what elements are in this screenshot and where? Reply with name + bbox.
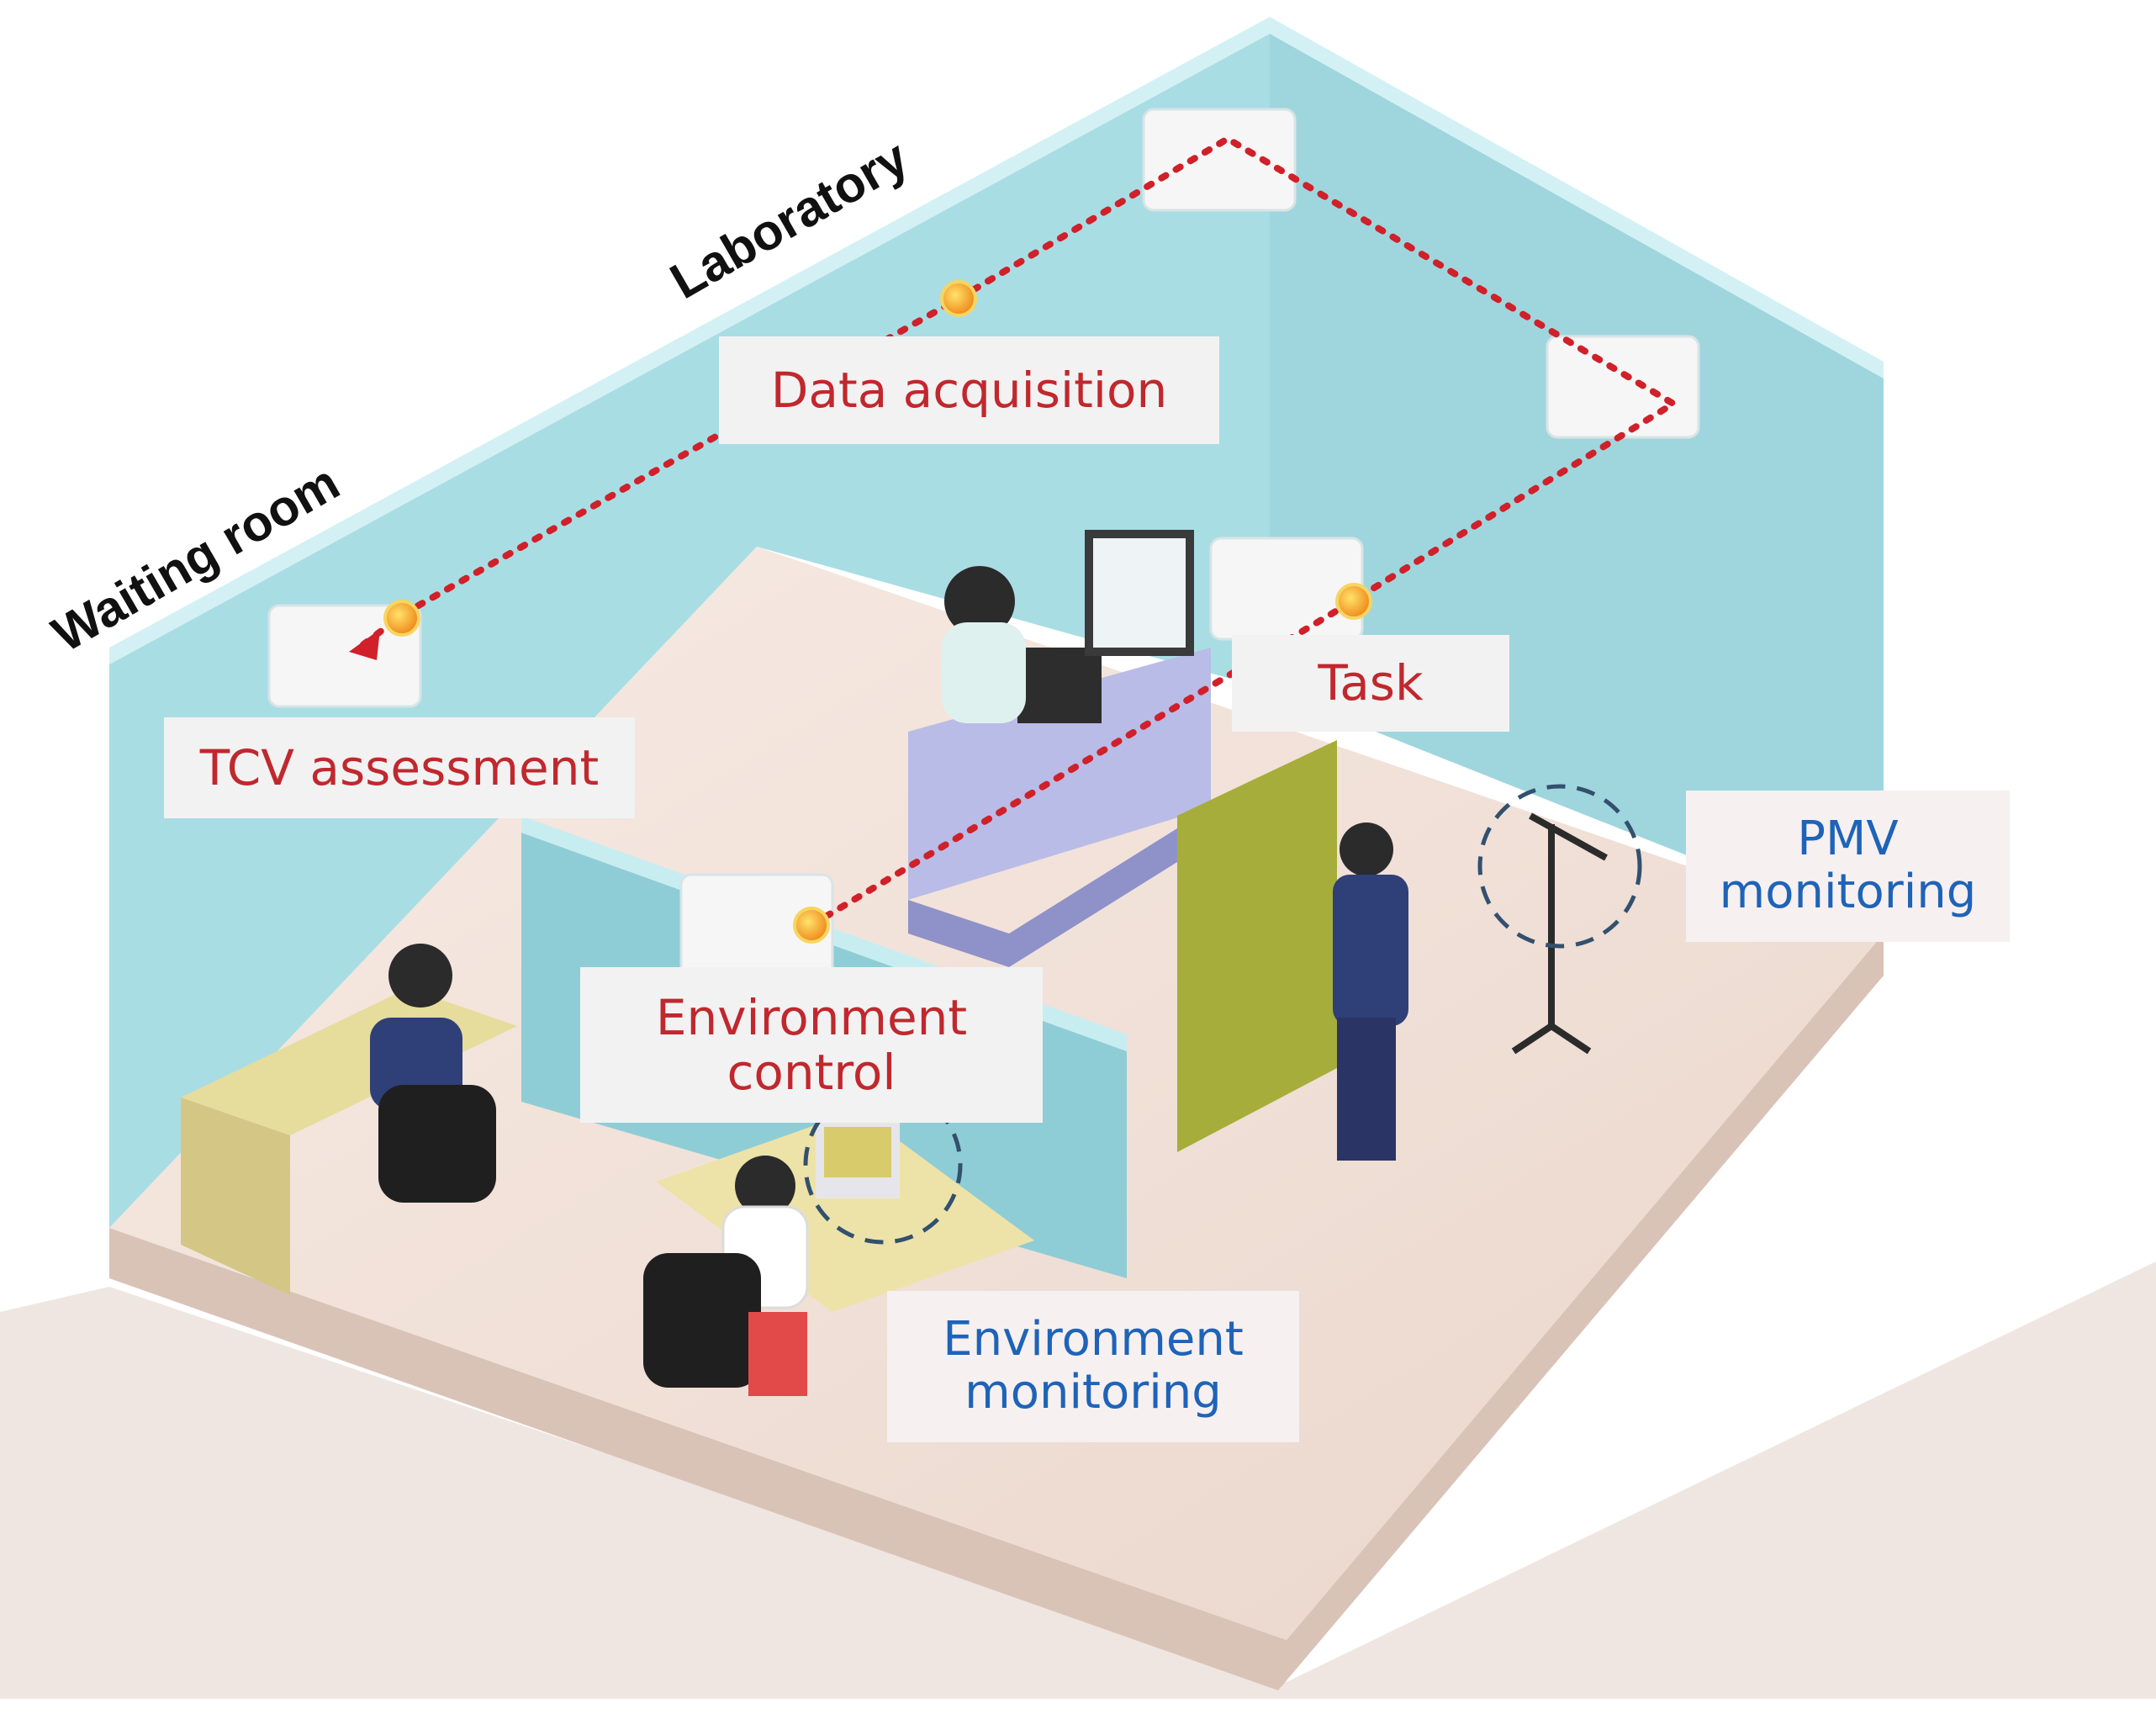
pmv-sensor-stand bbox=[1511, 812, 1608, 1055]
node-task bbox=[1335, 583, 1372, 620]
floor-slab bbox=[109, 934, 1884, 1690]
tcv-assessment-label: TCV assessment bbox=[164, 717, 635, 818]
pmv-monitoring-label: PMV monitoring bbox=[1686, 791, 2010, 942]
environment-control-desk bbox=[643, 1098, 1034, 1396]
flow-arrowhead bbox=[349, 629, 380, 660]
pmv-highlight-ring bbox=[1477, 784, 1642, 949]
task-board bbox=[1177, 740, 1408, 1161]
environment-control-label: Environment control bbox=[580, 967, 1043, 1123]
environment-monitoring-label: Environment monitoring bbox=[887, 1291, 1299, 1442]
node-data-acquisition bbox=[940, 280, 977, 317]
data-acquisition-label: Data acquisition bbox=[719, 336, 1219, 444]
task-label: Task bbox=[1232, 635, 1509, 732]
waiting-room-desk bbox=[181, 944, 517, 1295]
wall-back-left bbox=[109, 34, 1270, 1228]
node-environment-control bbox=[793, 907, 830, 944]
ground-shadow bbox=[0, 1261, 2156, 1699]
node-tcv bbox=[383, 600, 420, 637]
